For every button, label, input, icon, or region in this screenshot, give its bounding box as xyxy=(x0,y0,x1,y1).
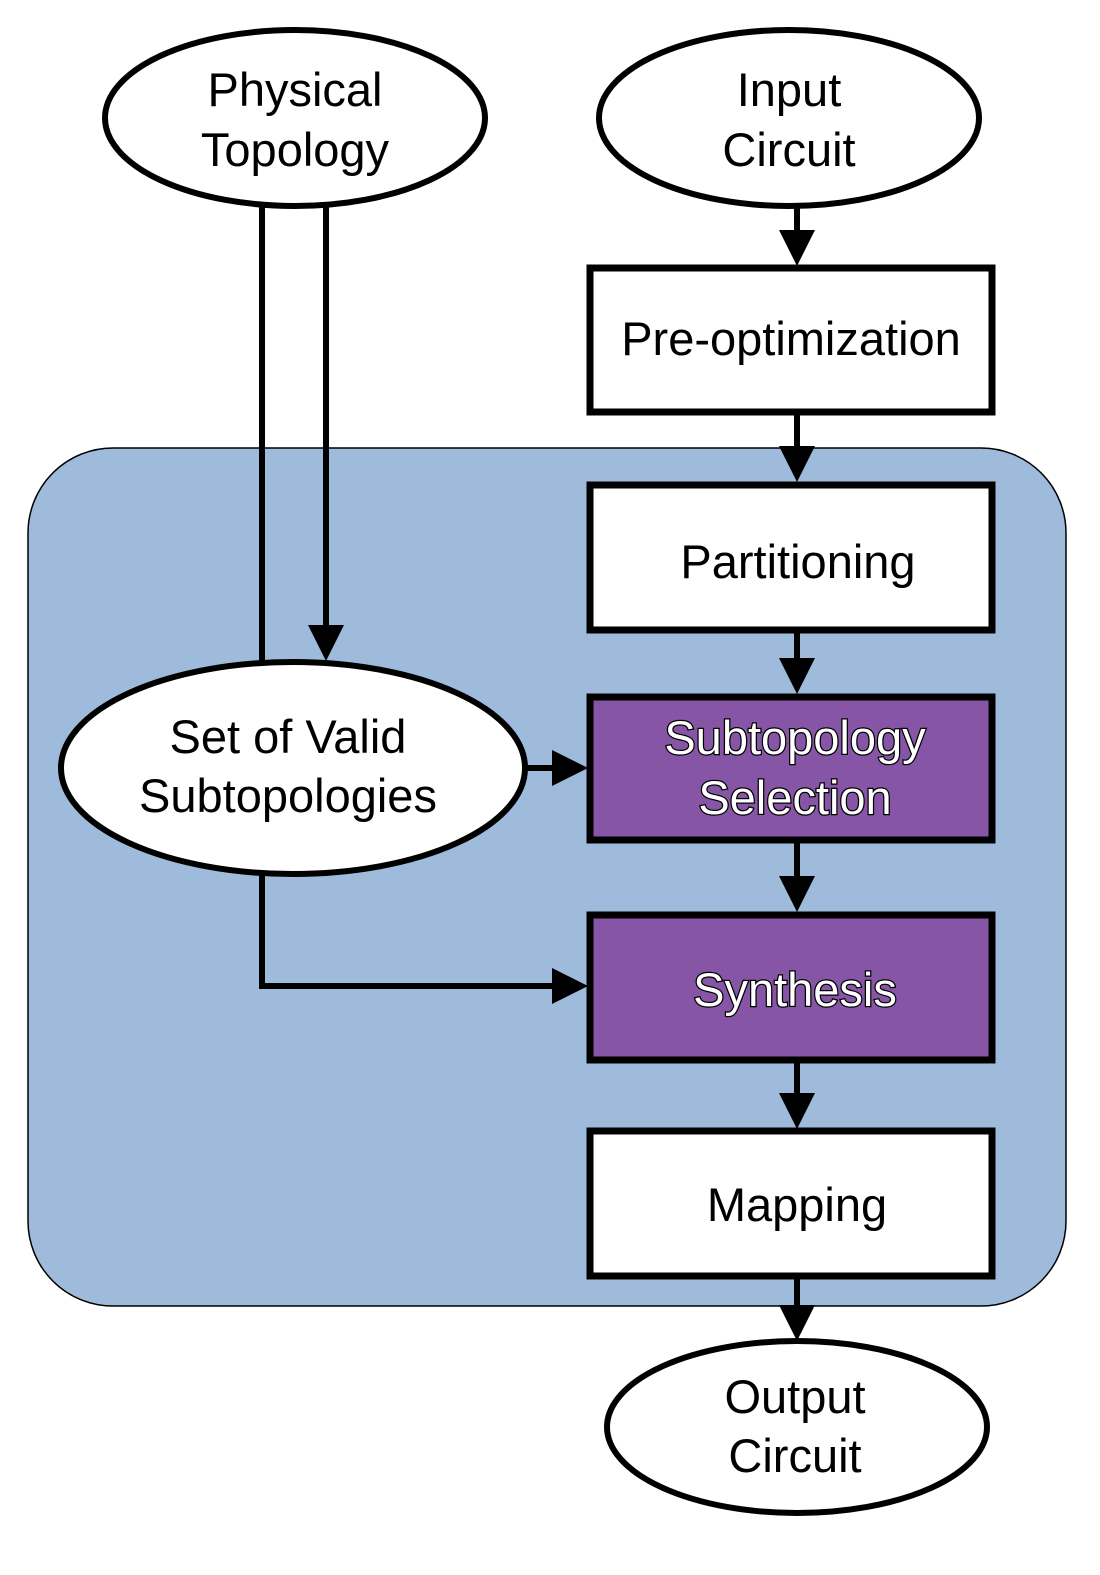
valid-subtopologies-label-line2: Subtopologies xyxy=(139,769,437,822)
input-circuit-node: Input Circuit xyxy=(596,27,982,209)
synthesis-label: Synthesis xyxy=(693,963,897,1016)
subtopology-selection-label-line1: Subtopology xyxy=(664,711,926,764)
subtopology-selection-node: Subtopology Selection xyxy=(586,693,996,844)
pre-optimization-node: Pre-optimization xyxy=(586,264,996,416)
partitioning-label: Partitioning xyxy=(680,535,915,588)
physical-topology-node: Physical Topology xyxy=(102,27,488,209)
mapping-node: Mapping xyxy=(586,1127,996,1280)
subtopology-selection-label-line2: Selection xyxy=(698,771,891,824)
physical-topology-label-line1: Physical xyxy=(207,63,382,116)
output-circuit-label-line2: Circuit xyxy=(728,1429,861,1482)
partitioning-node: Partitioning xyxy=(586,481,996,634)
output-circuit-node: Output Circuit xyxy=(604,1338,990,1516)
mapping-label: Mapping xyxy=(707,1178,887,1231)
physical-topology-label-line2: Topology xyxy=(201,123,390,176)
pre-optimization-label: Pre-optimization xyxy=(621,312,961,365)
input-circuit-label-line1: Input xyxy=(737,63,842,116)
synthesis-node: Synthesis xyxy=(586,911,996,1064)
edge-subtopologies-to-synthesis xyxy=(259,875,588,1004)
valid-subtopologies-node: Set of Valid Subtopologies xyxy=(58,659,528,877)
output-circuit-label-line1: Output xyxy=(724,1370,865,1423)
valid-subtopologies-label-line1: Set of Valid xyxy=(170,710,407,763)
input-circuit-label-line2: Circuit xyxy=(722,123,855,176)
